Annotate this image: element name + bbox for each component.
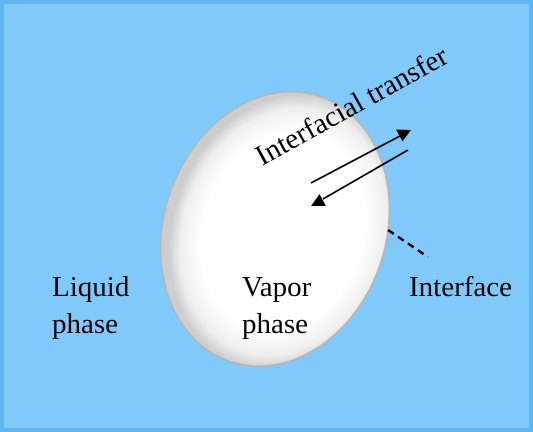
liquid-phase-label-line2: phase	[52, 308, 118, 340]
interface-pointer	[387, 228, 429, 259]
outward-arrowhead	[396, 129, 411, 142]
inward-arrowhead	[311, 194, 326, 206]
vapor-phase-label-line1: Vapor	[242, 271, 312, 303]
vapor-bubble	[159, 91, 391, 367]
outward-arrow	[310, 135, 401, 184]
interface-label: Interface	[409, 271, 512, 303]
inward-arrow	[322, 149, 409, 200]
transfer-arrows	[310, 129, 411, 206]
liquid-phase-label-line1: Liquid	[52, 271, 130, 303]
vapor-phase-label-line2: phase	[242, 308, 308, 340]
